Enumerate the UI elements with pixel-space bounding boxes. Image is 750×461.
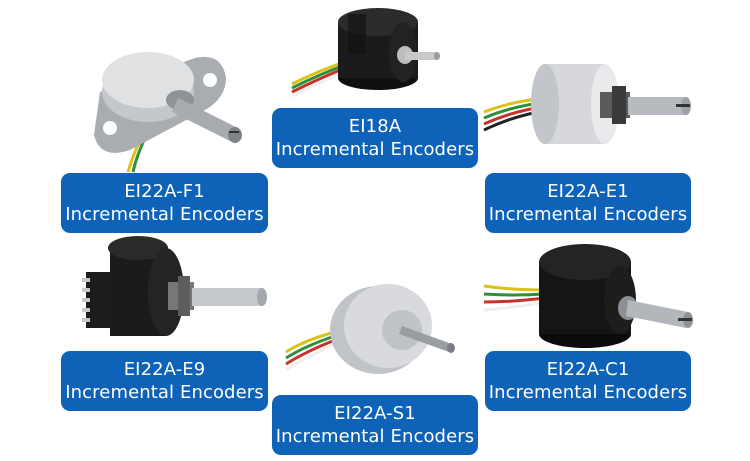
label-ei22a-e1: EI22A-E1 Incremental Encoders: [485, 173, 691, 233]
model-name: EI22A-S1: [334, 403, 416, 424]
product-type: Incremental Encoders: [65, 204, 264, 225]
product-type: Incremental Encoders: [275, 139, 475, 160]
model-name: EI22A-E1: [547, 181, 629, 202]
product-type: Incremental Encoders: [65, 382, 264, 403]
label-ei22a-f1: EI22A-F1 Incremental Encoders: [61, 173, 268, 233]
product-type: Incremental Encoders: [275, 426, 475, 447]
product-type: Incremental Encoders: [488, 382, 688, 403]
product-type: Incremental Encoders: [488, 204, 688, 225]
label-ei18a: EI18A Incremental Encoders: [272, 108, 478, 168]
label-ei22a-e9: EI22A-E9 Incremental Encoders: [61, 351, 268, 411]
model-name: EI22A-C1: [546, 359, 630, 380]
model-name: EI22A-F1: [124, 181, 205, 202]
model-name: EI18A: [348, 116, 402, 137]
label-ei22a-s1: EI22A-S1 Incremental Encoders: [272, 395, 478, 455]
model-name: EI22A-E9: [123, 359, 206, 380]
label-ei22a-c1: EI22A-C1 Incremental Encoders: [485, 351, 691, 411]
